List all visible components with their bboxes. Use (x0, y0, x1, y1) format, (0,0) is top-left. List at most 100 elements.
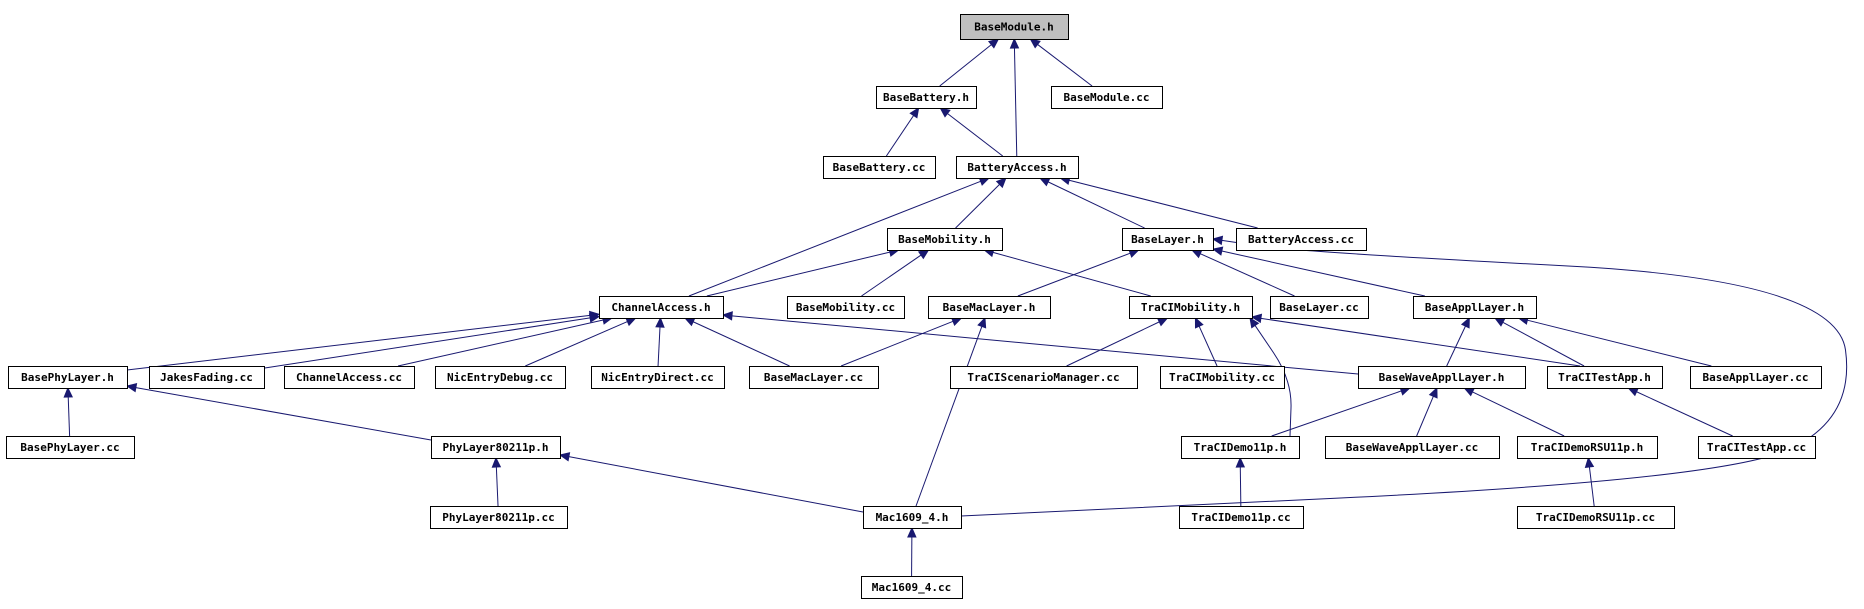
node-box[interactable] (1413, 296, 1537, 319)
node-label[interactable]: BaseApplLayer.h (1425, 301, 1524, 314)
node-box[interactable] (8, 366, 128, 389)
node-label[interactable]: PhyLayer80211p.cc (442, 511, 555, 524)
node-box[interactable] (431, 436, 561, 459)
node-basewaveappllayer-cc[interactable]: BaseWaveApplLayer.cc (1325, 436, 1500, 459)
node-box[interactable] (1236, 228, 1367, 251)
node-basemaclayer-h[interactable]: BaseMacLayer.h (928, 296, 1051, 319)
node-box[interactable] (435, 366, 566, 389)
node-tracimobility-cc[interactable]: TraCIMobility.cc (1160, 366, 1285, 389)
node-label[interactable]: TraCIScenarioManager.cc (967, 371, 1119, 384)
node-label[interactable]: ChannelAccess.h (611, 301, 710, 314)
node-batteryaccess-cc[interactable]: BatteryAccess.cc (1236, 228, 1367, 251)
node-box[interactable] (787, 296, 905, 319)
node-mac1609-4-cc[interactable]: Mac1609_4.cc (861, 576, 963, 599)
node-box[interactable] (1051, 86, 1163, 109)
node-basewaveappllayer-h[interactable]: BaseWaveApplLayer.h (1358, 366, 1526, 389)
node-box[interactable] (1122, 228, 1214, 251)
node-label[interactable]: BaseBattery.h (883, 91, 969, 104)
node-box[interactable] (863, 506, 962, 529)
node-box[interactable] (1129, 296, 1253, 319)
node-label[interactable]: TraCIMobility.cc (1169, 371, 1275, 384)
node-label[interactable]: JakesFading.cc (160, 371, 253, 384)
node-basemodule-h[interactable]: BaseModule.h (960, 14, 1069, 40)
node-box[interactable] (1690, 366, 1822, 389)
node-tracidemorsu11p-h[interactable]: TraCIDemoRSU11p.h (1517, 436, 1658, 459)
node-box[interactable] (1270, 296, 1369, 319)
node-channelaccess-h[interactable]: ChannelAccess.h (599, 296, 724, 319)
node-label[interactable]: TraCIDemo11p.h (1194, 441, 1287, 454)
node-box[interactable] (430, 506, 568, 529)
node-label[interactable]: BaseApplLayer.cc (1703, 371, 1809, 384)
node-label[interactable]: BaseWaveApplLayer.h (1379, 371, 1505, 384)
node-baselayer-cc[interactable]: BaseLayer.cc (1270, 296, 1369, 319)
node-label[interactable]: BasePhyLayer.h (21, 371, 114, 384)
node-label[interactable]: BaseLayer.cc (1279, 301, 1358, 314)
node-box[interactable] (1181, 436, 1300, 459)
node-label[interactable]: TraCITestApp.cc (1707, 441, 1806, 454)
node-basephylayer-cc[interactable]: BasePhyLayer.cc (6, 436, 135, 459)
node-baseappllayer-h[interactable]: BaseApplLayer.h (1413, 296, 1537, 319)
node-basemodule-cc[interactable]: BaseModule.cc (1051, 86, 1163, 109)
node-label[interactable]: BaseMobility.cc (796, 301, 895, 314)
node-label[interactable]: BaseMacLayer.cc (764, 371, 863, 384)
node-box[interactable] (1179, 506, 1304, 529)
node-box[interactable] (928, 296, 1051, 319)
node-box[interactable] (1325, 436, 1500, 459)
node-box[interactable] (960, 14, 1069, 40)
node-tracidemorsu11p-cc[interactable]: TraCIDemoRSU11p.cc (1517, 506, 1675, 529)
node-label[interactable]: BaseModule.h (974, 21, 1053, 34)
node-basemaclayer-cc[interactable]: BaseMacLayer.cc (749, 366, 879, 389)
node-label[interactable]: BatteryAccess.h (967, 161, 1066, 174)
node-traciscenariomanager-cc[interactable]: TraCIScenarioManager.cc (950, 366, 1138, 389)
node-box[interactable] (887, 228, 1003, 251)
node-label[interactable]: TraCIDemo11p.cc (1191, 511, 1290, 524)
node-box[interactable] (6, 436, 135, 459)
node-label[interactable]: BaseLayer.h (1131, 233, 1204, 246)
node-label[interactable]: BatteryAccess.cc (1248, 233, 1354, 246)
node-label[interactable]: Mac1609_4.h (876, 511, 949, 524)
node-nicentrydirect-cc[interactable]: NicEntryDirect.cc (591, 366, 725, 389)
node-channelaccess-cc[interactable]: ChannelAccess.cc (284, 366, 415, 389)
node-label[interactable]: BaseWaveApplLayer.cc (1346, 441, 1478, 454)
node-box[interactable] (149, 366, 265, 389)
node-label[interactable]: BaseMacLayer.h (943, 301, 1036, 314)
node-box[interactable] (1547, 366, 1663, 389)
node-label[interactable]: TraCIMobility.h (1141, 301, 1240, 314)
node-box[interactable] (1698, 436, 1816, 459)
node-nicentrydebug-cc[interactable]: NicEntryDebug.cc (435, 366, 566, 389)
node-box[interactable] (591, 366, 725, 389)
node-label[interactable]: NicEntryDirect.cc (601, 371, 714, 384)
node-box[interactable] (284, 366, 415, 389)
node-label[interactable]: BaseBattery.cc (833, 161, 926, 174)
node-box[interactable] (823, 156, 936, 179)
node-label[interactable]: NicEntryDebug.cc (447, 371, 553, 384)
node-label[interactable]: BaseMobility.h (898, 233, 991, 246)
node-tracidemo11p-h[interactable]: TraCIDemo11p.h (1181, 436, 1300, 459)
node-label[interactable]: Mac1609_4.cc (872, 581, 951, 594)
node-baselayer-h[interactable]: BaseLayer.h (1122, 228, 1214, 251)
node-tracidemo11p-cc[interactable]: TraCIDemo11p.cc (1179, 506, 1304, 529)
node-label[interactable]: TraCIDemoRSU11p.h (1531, 441, 1644, 454)
node-box[interactable] (599, 296, 724, 319)
node-phylayer80211p-h[interactable]: PhyLayer80211p.h (431, 436, 561, 459)
node-box[interactable] (861, 576, 963, 599)
node-phylayer80211p-cc[interactable]: PhyLayer80211p.cc (430, 506, 568, 529)
node-label[interactable]: PhyLayer80211p.h (443, 441, 549, 454)
node-box[interactable] (749, 366, 879, 389)
node-basemobility-h[interactable]: BaseMobility.h (887, 228, 1003, 251)
node-box[interactable] (876, 86, 977, 109)
node-box[interactable] (956, 156, 1079, 179)
node-tracitestapp-cc[interactable]: TraCITestApp.cc (1698, 436, 1816, 459)
node-basebattery-h[interactable]: BaseBattery.h (876, 86, 977, 109)
node-box[interactable] (1517, 506, 1675, 529)
node-baseappllayer-cc[interactable]: BaseApplLayer.cc (1690, 366, 1822, 389)
node-basebattery-cc[interactable]: BaseBattery.cc (823, 156, 936, 179)
node-label[interactable]: TraCITestApp.h (1558, 371, 1651, 384)
node-label[interactable]: BasePhyLayer.cc (20, 441, 119, 454)
node-label[interactable]: ChannelAccess.cc (296, 371, 402, 384)
node-box[interactable] (950, 366, 1138, 389)
node-jakesfading-cc[interactable]: JakesFading.cc (149, 366, 265, 389)
node-basephylayer-h[interactable]: BasePhyLayer.h (8, 366, 128, 389)
node-batteryaccess-h[interactable]: BatteryAccess.h (956, 156, 1079, 179)
node-label[interactable]: BaseModule.cc (1063, 91, 1149, 104)
